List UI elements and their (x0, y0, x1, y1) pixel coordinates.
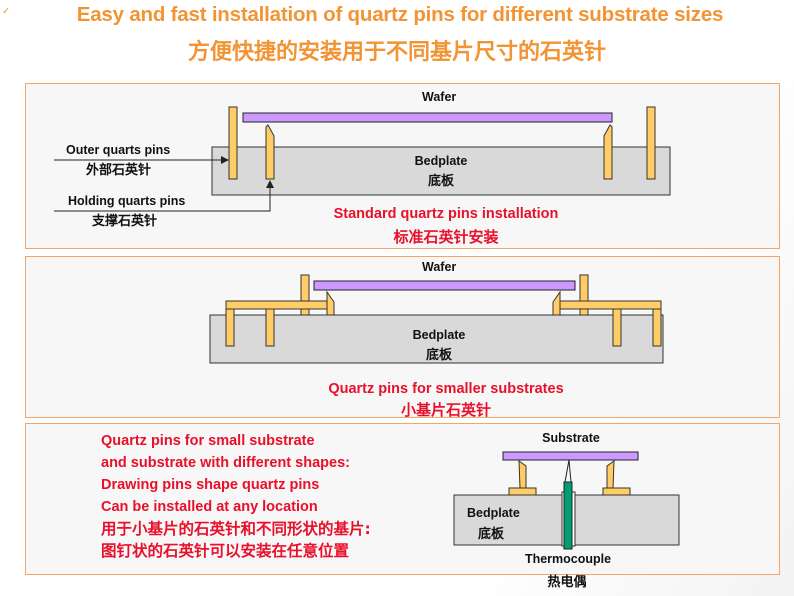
holding-pin-right (603, 124, 613, 180)
description-line: Drawing pins shape quartz pins (101, 477, 320, 493)
bedplate-label: Bedplate (414, 154, 468, 168)
pin-leg (612, 308, 622, 347)
outer-pins-label-cn: 外部石英针 (86, 163, 152, 178)
smaller-diagram (209, 274, 664, 364)
description-line: and substrate with different shapes: (101, 455, 350, 471)
panel-smaller-substrates: Wafer Bedplate 底板 Quartz pins for smalle… (25, 256, 780, 419)
outer-pin-left (228, 106, 238, 180)
description-line-cn: 图钉状的石英针可以安装在任意位置 (101, 542, 350, 560)
caption-smaller: Quartz pins for smaller substrates (328, 381, 564, 397)
title-english: Easy and fast installation of quartz pin… (76, 3, 724, 26)
substrate (502, 451, 639, 461)
thermocouple-wire (564, 459, 572, 483)
outer-pin-right (646, 106, 656, 180)
pin-bracket-beam (225, 300, 328, 310)
title-chinese: 方便快捷的安装用于不同基片尺寸的石英针 (187, 40, 606, 65)
check-mark-icon: ✓ (2, 6, 11, 17)
description-line-cn: 用于小基片的石英针和不同形状的基片: (101, 520, 371, 538)
bedplate-label: Bedplate (412, 328, 466, 342)
arrowhead-icon (221, 156, 229, 164)
holding-pin-left (265, 124, 275, 180)
holding-pins-label-cn: 支撑石英针 (92, 214, 158, 229)
wafer-label: Wafer (422, 90, 457, 104)
standard-diagram (54, 106, 671, 212)
wafer (242, 112, 613, 123)
arrowhead-icon (266, 180, 274, 188)
substrate-label: Substrate (542, 431, 600, 445)
bedplate (211, 146, 671, 196)
holding-pin-chamfered (326, 290, 335, 316)
pin-leg (225, 308, 235, 347)
drawing-pin-left (518, 460, 527, 489)
thermocouple-label: Thermocouple (524, 552, 612, 566)
caption-smaller-cn: 小基片石英针 (400, 401, 491, 419)
drawing-pin-left-base (508, 487, 537, 496)
thermocouple-label-cn: 热电偶 (547, 575, 587, 590)
drawing-pins-diagram (453, 451, 680, 550)
holding-pins-label: Holding quarts pins (68, 194, 186, 208)
caption-standard-cn: 标准石英针安装 (393, 228, 499, 246)
drawing-pins-description: Quartz pins for small substrate and subs… (101, 430, 371, 562)
pin-leg (265, 308, 275, 347)
wafer (313, 280, 576, 291)
outer-pins-label: Outer quarts pins (66, 143, 171, 157)
pin-bracket-beam (559, 300, 662, 310)
holding-pin-chamfered (552, 290, 561, 316)
description-line: Quartz pins for small substrate (101, 433, 315, 449)
drawing-pin-right (606, 460, 615, 489)
thermocouple (563, 481, 573, 550)
bedplate-label: Bedplate (467, 506, 520, 520)
panel-standard-installation: Wafer Bedplate 底板 Outer quarts pins 外部石英… (25, 83, 780, 249)
wafer-label: Wafer (422, 260, 457, 274)
pin-leg (652, 308, 662, 347)
bedplate-label-cn: 底板 (425, 348, 452, 363)
drawing-pin-right-base (602, 487, 631, 496)
description-line: Can be installed at any location (101, 499, 318, 515)
panel-drawing-pins: Quartz pins for small substrate and subs… (25, 423, 780, 575)
pin-vertical (300, 274, 310, 316)
bedplate-label-cn: 底板 (427, 174, 454, 189)
bedplate (209, 314, 664, 364)
caption-standard: Standard quartz pins installation (333, 206, 559, 222)
pin-vertical (579, 274, 589, 316)
holding-pin-arrow (54, 185, 271, 212)
bedplate-label-cn: 底板 (478, 527, 505, 542)
